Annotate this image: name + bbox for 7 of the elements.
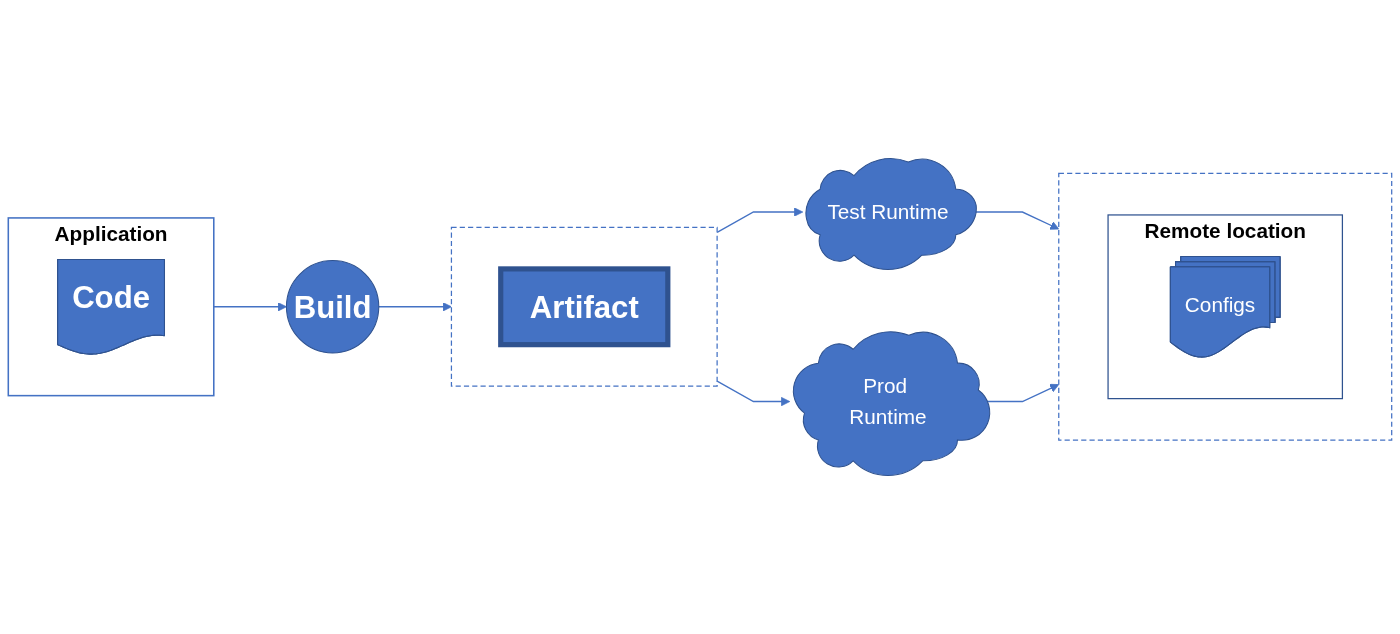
- node-circle: Build: [285, 260, 380, 354]
- cluster: [450, 226, 718, 387]
- arrow: [378, 302, 452, 312]
- node-box: Artifact: [498, 266, 671, 348]
- cluster: [1058, 172, 1393, 441]
- arrow: [213, 302, 287, 312]
- arrow: [716, 380, 791, 407]
